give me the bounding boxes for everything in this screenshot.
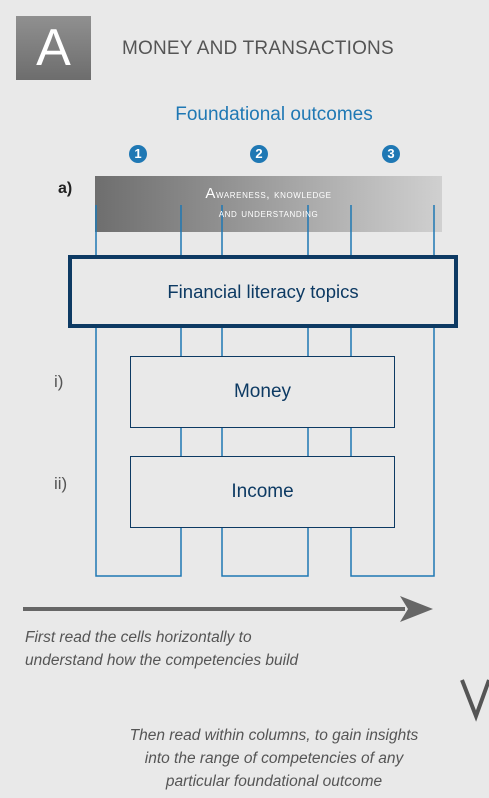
row-label-ii: ii) bbox=[54, 474, 68, 493]
topic-box-money: Money bbox=[130, 356, 395, 428]
topic-income-label: Income bbox=[231, 481, 294, 502]
vertical-arrow bbox=[460, 679, 489, 722]
read-columns-line-2: into the range of competencies of any bbox=[144, 750, 404, 767]
outcome-number-1: 1 bbox=[129, 145, 147, 163]
awareness-cap-letter: A bbox=[205, 185, 217, 202]
section-badge: A bbox=[16, 16, 91, 80]
read-columns-instruction: Then read within columns, to gain insigh… bbox=[0, 724, 489, 793]
read-columns-line-3: particular foundational outcome bbox=[165, 773, 383, 790]
read-horizontally-instruction: First read the cells horizontally to und… bbox=[25, 626, 445, 672]
horizontal-arrow bbox=[23, 596, 433, 622]
awareness-bar bbox=[95, 176, 442, 232]
section-letter: A bbox=[36, 19, 71, 77]
section-title: MONEY AND TRANSACTIONS bbox=[122, 38, 394, 59]
awareness-line-1: wareness, knowledge bbox=[216, 187, 332, 201]
topic-box-income: Income bbox=[130, 456, 395, 528]
financial-literacy-topics-label: Financial literacy topics bbox=[167, 281, 359, 302]
outcome-number-2: 2 bbox=[250, 145, 268, 163]
outcomes-heading: Foundational outcomes bbox=[175, 104, 373, 125]
row-label-i: i) bbox=[54, 372, 64, 391]
read-horizontally-line-2: understand how the competencies build bbox=[25, 652, 299, 669]
read-columns-line-1: Then read within columns, to gain insigh… bbox=[129, 727, 419, 744]
outcome-number-3: 3 bbox=[382, 145, 400, 163]
row-label-a: a) bbox=[58, 180, 73, 197]
financial-literacy-topics-box: Financial literacy topics bbox=[68, 255, 458, 328]
awareness-label: Awareness, knowledge and understanding bbox=[95, 184, 442, 223]
awareness-line-2: and understanding bbox=[218, 206, 319, 220]
topic-money-label: Money bbox=[233, 381, 292, 402]
read-horizontally-line-1: First read the cells horizontally to bbox=[25, 629, 252, 646]
